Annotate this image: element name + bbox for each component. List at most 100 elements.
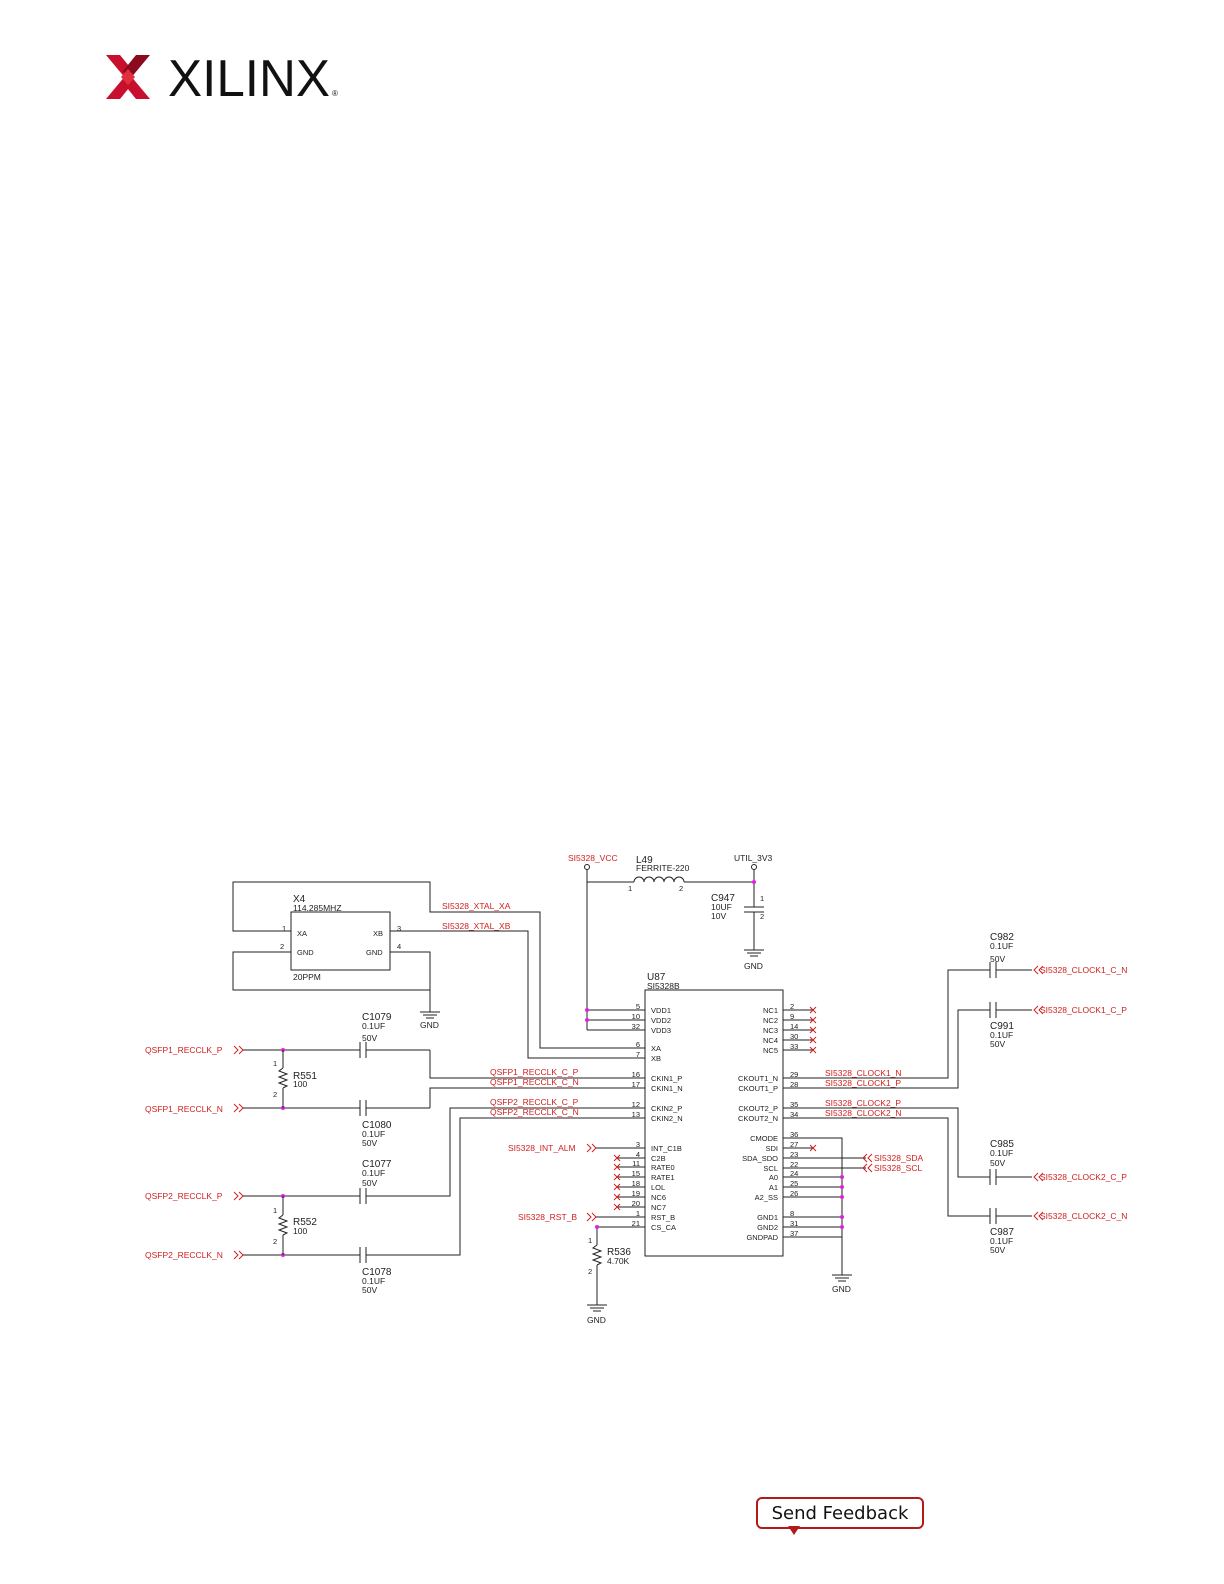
u87-si5328: U87 SI5328B VDD15VDD210VDD332XA6XB7CKIN1…	[613, 972, 817, 1257]
u87-pin-number: 29	[790, 1070, 798, 1079]
svg-text:50V: 50V	[362, 1033, 377, 1043]
u87-pin-name: NC3	[763, 1026, 778, 1035]
u87-pin-number: 16	[632, 1070, 640, 1079]
c947-voltage: 10V	[711, 911, 726, 921]
svg-text:XA: XA	[297, 929, 307, 938]
c982-ref: C982	[990, 932, 1014, 943]
net-clock1-c-n: SI5328_CLOCK1_C_N	[1040, 965, 1127, 975]
svg-text:1: 1	[282, 924, 286, 933]
svg-text:50V: 50V	[362, 1178, 377, 1188]
svg-text:GND: GND	[832, 1284, 851, 1294]
u87-pin-name: C2B	[651, 1154, 666, 1163]
net-rst-b: SI5328_RST_B	[518, 1212, 577, 1222]
r551-value: 100	[293, 1079, 307, 1089]
svg-text:0.1UF: 0.1UF	[362, 1021, 385, 1031]
u87-pin-number: 24	[790, 1169, 798, 1178]
c1079-ref: C1079	[362, 1012, 392, 1023]
x4-tolerance: 20PPM	[293, 972, 321, 982]
net-clock1-p: SI5328_CLOCK1_P	[825, 1078, 901, 1088]
logo-wordmark: XILINX	[168, 50, 330, 104]
c987-ref: C987	[990, 1227, 1014, 1238]
u87-pin-number: 17	[632, 1080, 640, 1089]
svg-text:50V: 50V	[990, 1039, 1005, 1049]
no-connect-icon	[809, 1036, 817, 1044]
net-xtal-xa: SI5328_XTAL_XA	[442, 901, 511, 911]
svg-text:1: 1	[628, 884, 632, 893]
r551-ref: R551	[293, 1071, 317, 1082]
u87-pin-name: NC2	[763, 1016, 778, 1025]
u87-pin-number: 14	[790, 1022, 798, 1031]
c947-ref: C947	[711, 893, 735, 904]
u87-pin-number: 12	[632, 1100, 640, 1109]
u87-pin-number: 27	[790, 1140, 798, 1149]
c947-value: 10UF	[711, 902, 732, 912]
send-feedback-button[interactable]: Send Feedback	[756, 1497, 924, 1529]
net-qsfp1-p: QSFP1_RECCLK_P	[145, 1045, 223, 1055]
u87-pin-number: 32	[632, 1022, 640, 1031]
u87-pin-number: 33	[790, 1042, 798, 1051]
net-qsfp2-cp: QSFP2_RECCLK_C_P	[490, 1097, 579, 1107]
svg-text:0.1UF: 0.1UF	[362, 1129, 385, 1139]
u87-pin-number: 18	[632, 1179, 640, 1188]
svg-text:1: 1	[588, 1236, 592, 1245]
u87-pin-name: NC1	[763, 1006, 778, 1015]
net-qsfp2-cn: QSFP2_RECCLK_C_N	[490, 1107, 579, 1117]
svg-text:0.1UF: 0.1UF	[990, 1236, 1013, 1246]
no-connect-icon	[809, 1016, 817, 1024]
net-qsfp1-n: QSFP1_RECCLK_N	[145, 1104, 223, 1114]
svg-text:GND: GND	[297, 948, 314, 957]
u87-pin-number: 5	[636, 1002, 640, 1011]
u87-pin-number: 30	[790, 1032, 798, 1041]
svg-text:XB: XB	[373, 929, 383, 938]
u87-pin-name: CKIN2_N	[651, 1114, 683, 1123]
net-clock2-c-n: SI5328_CLOCK2_C_N	[1040, 1211, 1127, 1221]
u87-value: SI5328B	[647, 981, 680, 991]
qsfp2-input: QSFP2_RECCLK_P QSFP2_RECCLK_N R552 100 1…	[145, 1097, 645, 1295]
u87-pin-number: 10	[632, 1012, 640, 1021]
c1080-ref: C1080	[362, 1120, 392, 1131]
u87-pin-name: XB	[651, 1054, 661, 1063]
svg-text:1: 1	[273, 1059, 277, 1068]
u87-pin-number: 21	[632, 1219, 640, 1228]
svg-text:GND: GND	[420, 1020, 439, 1030]
svg-text:50V: 50V	[990, 1158, 1005, 1168]
net-qsfp1-cp: QSFP1_RECCLK_C_P	[490, 1067, 579, 1077]
u87-pin-number: 19	[632, 1189, 640, 1198]
u87-pin-name: A2_SS	[755, 1193, 778, 1202]
u87-pin-number: 25	[790, 1179, 798, 1188]
net-qsfp1-cn: QSFP1_RECCLK_C_N	[490, 1077, 579, 1087]
l49-ref: L49	[636, 855, 653, 866]
u87-pin-name: VDD2	[651, 1016, 671, 1025]
u87-pin-number: 15	[632, 1169, 640, 1178]
no-connect-icon	[809, 1144, 817, 1152]
control-inputs: SI5328_INT_ALM SI5328_RST_B R536 4.70K 1…	[508, 1143, 645, 1325]
c991-ref: C991	[990, 1021, 1014, 1032]
u87-pin-number: 8	[790, 1209, 794, 1218]
net-clock1-n: SI5328_CLOCK1_N	[825, 1068, 902, 1078]
svg-text:50V: 50V	[990, 1245, 1005, 1255]
svg-text:2: 2	[273, 1237, 277, 1246]
net-qsfp2-n: QSFP2_RECCLK_N	[145, 1250, 223, 1260]
qsfp1-input: QSFP1_RECCLK_P QSFP1_RECCLK_N R551 100 1…	[145, 1012, 645, 1148]
u87-pin-number: 11	[632, 1159, 640, 1168]
no-connect-icon	[613, 1173, 621, 1181]
u87-pin-number: 20	[632, 1199, 640, 1208]
u87-pin-number: 22	[790, 1160, 798, 1169]
ferrite-l49-icon	[633, 876, 685, 883]
r552-ref: R552	[293, 1217, 317, 1228]
u87-pin-number: 1	[636, 1209, 640, 1218]
svg-text:2: 2	[679, 884, 683, 893]
u87-pin-name: GND1	[757, 1213, 778, 1222]
svg-text:4: 4	[397, 942, 401, 951]
net-xtal-xb: SI5328_XTAL_XB	[442, 921, 511, 931]
u87-pin-name: CKIN2_P	[651, 1104, 682, 1113]
svg-text:0.1UF: 0.1UF	[990, 941, 1013, 951]
u87-pin-name: NC5	[763, 1046, 778, 1055]
u87-pin-name: RATE0	[651, 1163, 675, 1172]
u87-pin-number: 26	[790, 1189, 798, 1198]
net-clock2-n: SI5328_CLOCK2_N	[825, 1108, 902, 1118]
r536-ref: R536	[607, 1247, 631, 1258]
u87-pin-name: GND2	[757, 1223, 778, 1232]
u87-pin-name: SDA_SDO	[742, 1154, 778, 1163]
u87-pin-name: CKOUT1_N	[738, 1074, 778, 1083]
